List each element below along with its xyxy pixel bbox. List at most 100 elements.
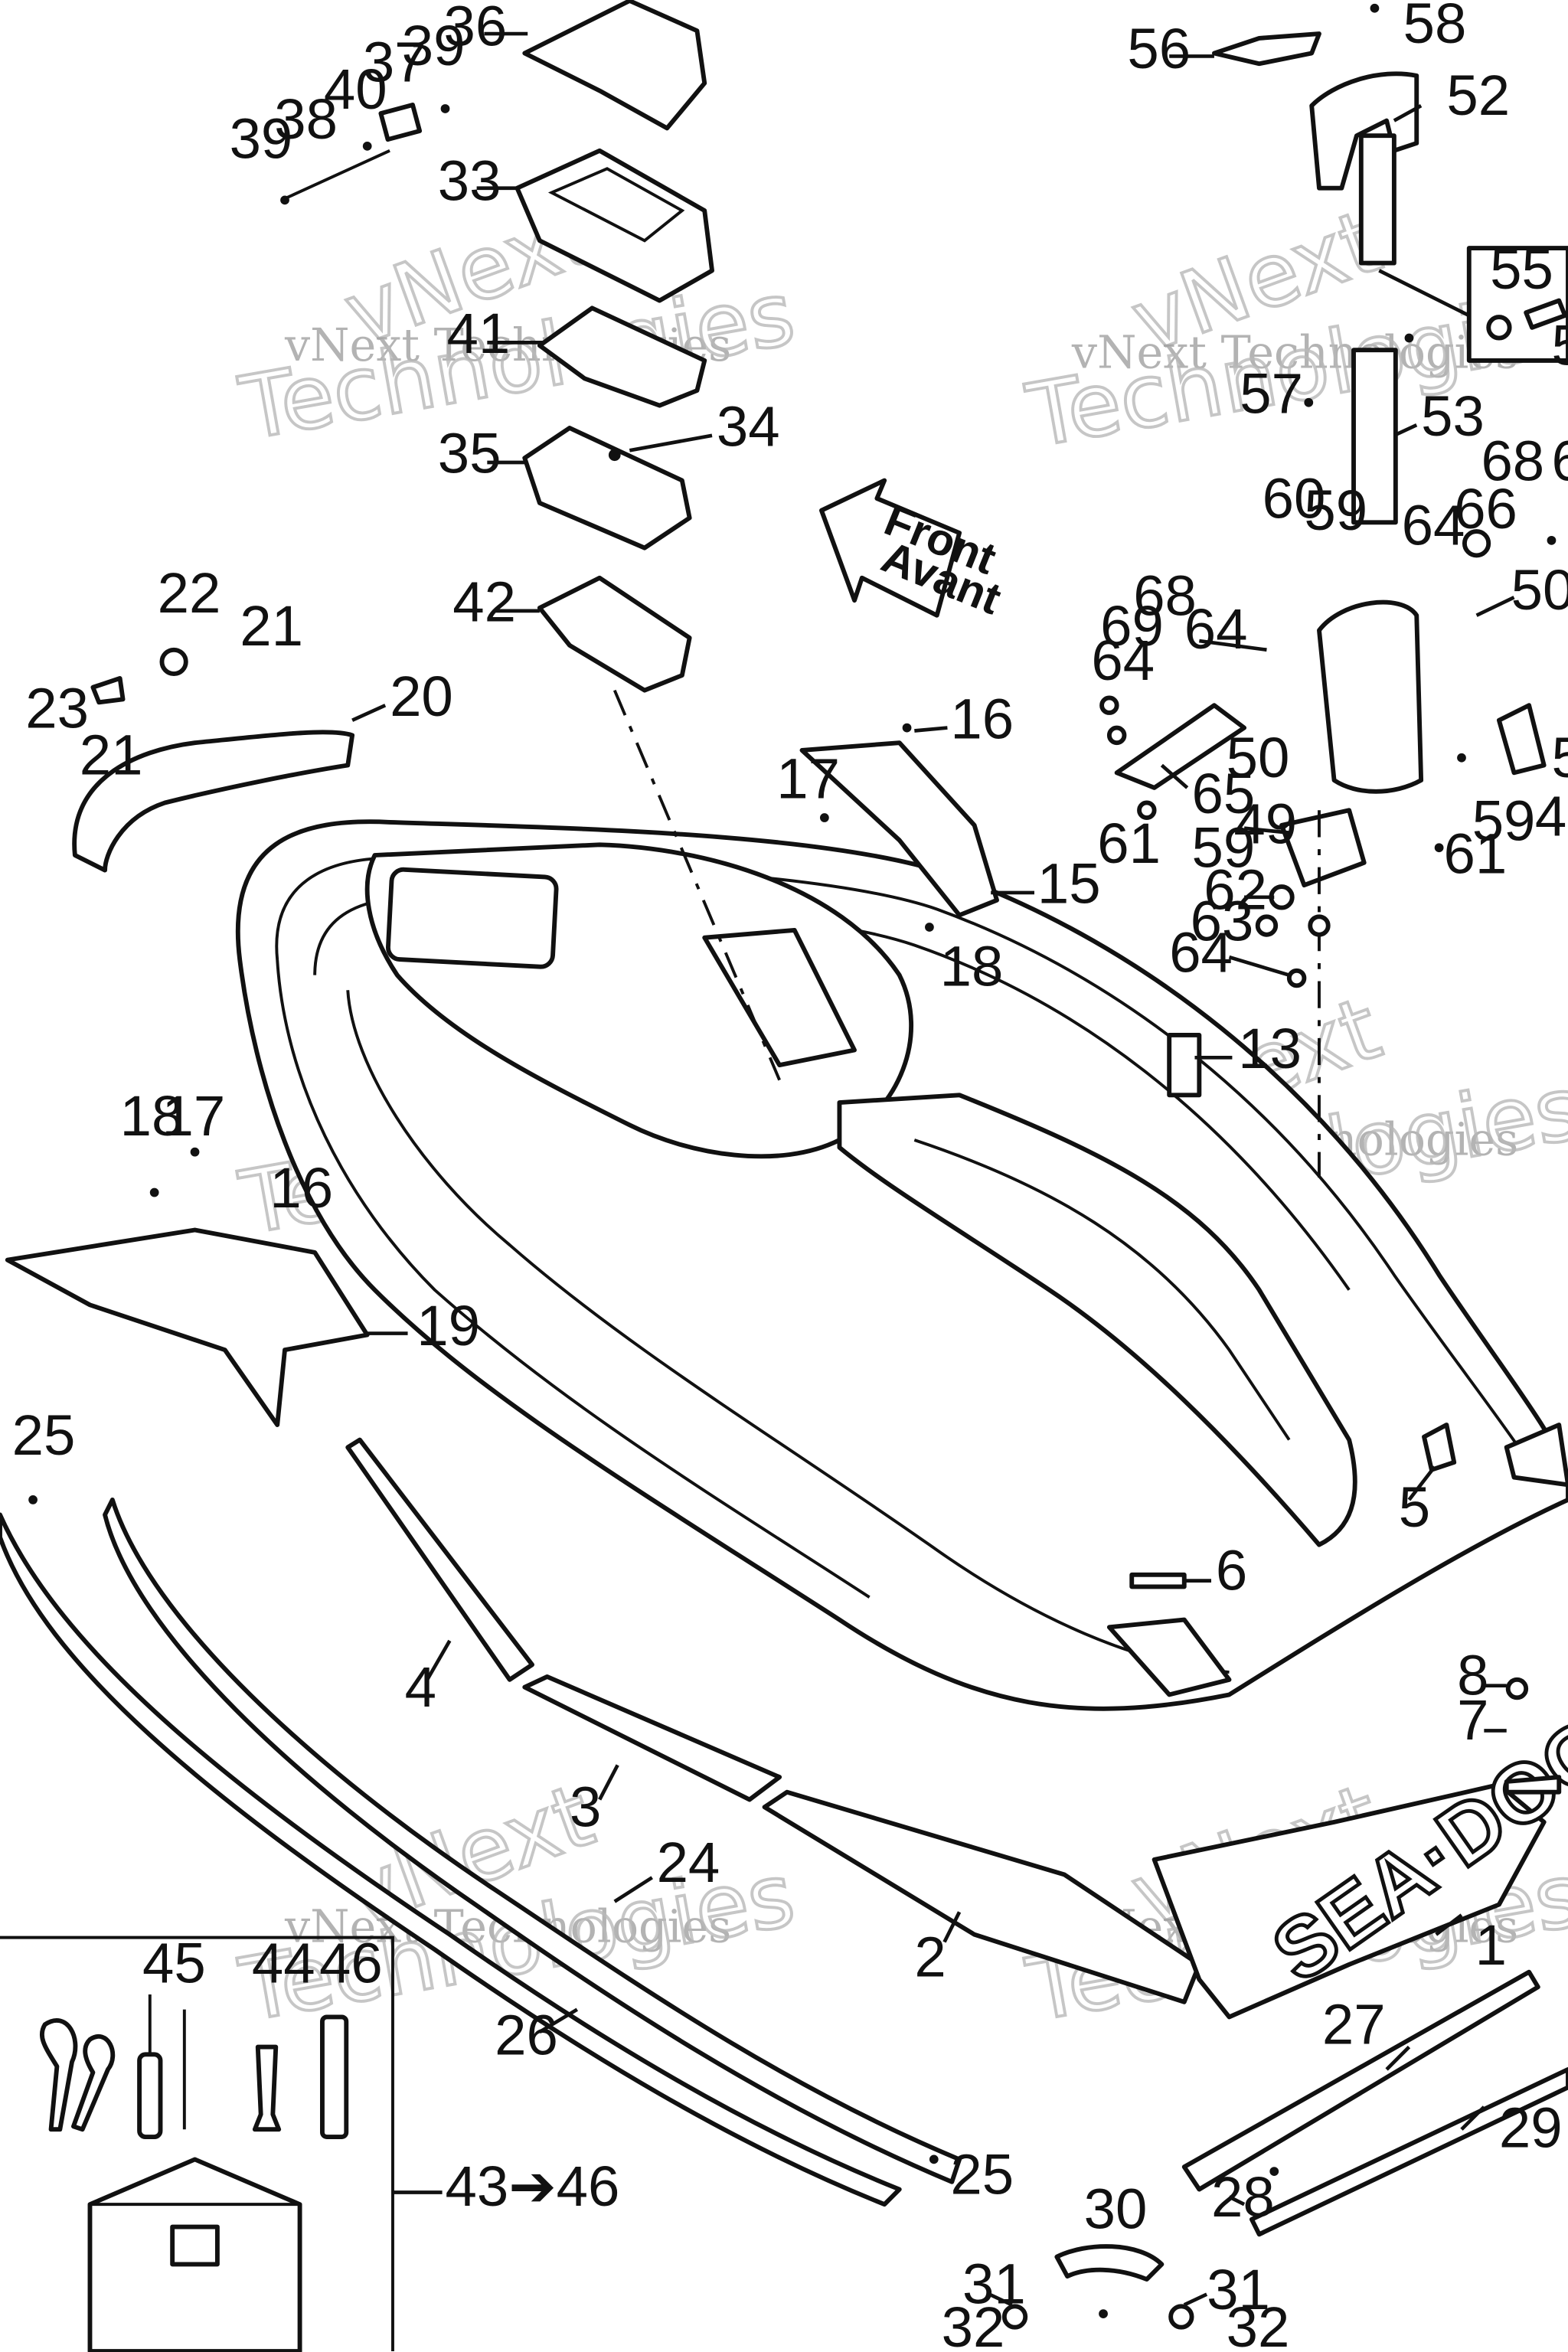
callout-34: 34 [717, 394, 780, 458]
callout-60: 60 [1263, 466, 1326, 530]
part-19-panel [5, 1227, 370, 1427]
callout-39: 39 [402, 14, 466, 77]
callout-1: 1 [1475, 1913, 1507, 1977]
callout-28: 28 [1211, 2165, 1275, 2229]
callout-64: 64 [1402, 494, 1465, 557]
callout-36: 36 [444, 0, 508, 58]
pliers-icon [40, 2018, 78, 2132]
part-15-panel [799, 740, 999, 918]
leader-lines [351, 31, 1515, 2307]
callout-63: 63 [1191, 890, 1254, 953]
callout-32: 32 [1227, 2295, 1290, 2352]
watermark-line1: vNext Technologies [1071, 326, 1518, 379]
callout-32: 32 [942, 2295, 1005, 2352]
callout-68: 68 [1133, 564, 1197, 628]
callout-43-46: 43➔46 [446, 2154, 620, 2218]
callout-68: 68 [1481, 430, 1544, 493]
callout-19: 19 [416, 1294, 480, 1357]
callout-42: 42 [452, 570, 516, 634]
callout-40: 40 [324, 57, 387, 121]
callout-37: 37 [363, 31, 426, 94]
part-3-strip [522, 1674, 782, 1802]
callout-4: 4 [405, 1655, 436, 1719]
callout-18: 18 [120, 1084, 184, 1148]
callout-5: 5 [1399, 1475, 1430, 1539]
callout-64: 64 [1169, 921, 1233, 985]
callout-25: 25 [12, 1403, 76, 1467]
callout-22: 22 [158, 561, 221, 625]
callout-51: 5 [1551, 314, 1568, 377]
screwdriver-icon [137, 2052, 163, 2139]
callout-15: 15 [1037, 852, 1101, 916]
part-27-rail [1181, 1969, 1540, 2192]
callout-58: 58 [1403, 0, 1467, 55]
callout-2: 2 [914, 1926, 946, 1989]
callout-45: 45 [142, 1931, 206, 1994]
callout-66: 66 [1454, 477, 1517, 541]
tool-kit [0, 1936, 443, 2352]
part-4-strip [345, 1437, 535, 1682]
callout-18: 18 [940, 934, 1004, 998]
callout-16: 16 [950, 687, 1014, 750]
callout-20: 20 [390, 665, 453, 728]
steering-assembly [1099, 31, 1568, 1178]
hardware-dots [28, 3, 1557, 2318]
callout-21: 21 [240, 594, 303, 658]
callout-61: 61 [1443, 822, 1507, 885]
callout-6: 6 [1216, 1538, 1247, 1602]
part-20-handle [72, 730, 355, 873]
part-2-decal [762, 1789, 1202, 2004]
callout-13: 13 [1238, 1017, 1302, 1080]
callout-24: 24 [657, 1831, 720, 1894]
part-41-gasket [537, 305, 707, 408]
callout-62: 62 [1204, 858, 1267, 921]
callout-27: 27 [1322, 1993, 1386, 2056]
callouts: 1 2 3 4 5 6 7 8 13 15 16 16 17 17 18 18 … [12, 0, 1568, 2352]
callout-31: 31 [962, 2252, 1026, 2315]
callout-21: 21 [80, 723, 143, 786]
front-arrow: Front Avant [819, 478, 1008, 624]
spark-plug-wrench-icon [320, 2014, 349, 2139]
wrench-icon [252, 2044, 282, 2132]
callout-57: 57 [1240, 361, 1303, 425]
callout-7: 7 [1457, 1688, 1488, 1752]
callout-8: 8 [1457, 1643, 1488, 1707]
part-49-housing [1317, 599, 1424, 794]
callout-44: 44 [252, 1931, 315, 1994]
callout-17: 17 [776, 747, 840, 811]
part-49-plate [1279, 808, 1367, 888]
callout-50: 50 [1511, 558, 1568, 622]
callout-69: 69 [1100, 594, 1164, 658]
part-1-decal [1152, 1782, 1547, 2020]
part-24-rail [0, 1512, 902, 2207]
callout-61: 61 [1097, 812, 1161, 875]
part-29-rail [1249, 2066, 1568, 2237]
part-42-seal [537, 575, 692, 693]
part-35-bin [522, 426, 692, 550]
callout-55: 55 [1490, 237, 1553, 301]
callout-47: 47 [1535, 785, 1568, 848]
callout-3: 3 [570, 1775, 601, 1839]
callout-52: 52 [1446, 64, 1510, 127]
callout-51: 5 [1551, 726, 1568, 789]
callout-35: 35 [438, 422, 501, 485]
callout-25: 25 [950, 2142, 1014, 2206]
callout-56: 56 [1127, 17, 1191, 80]
callout-64: 64 [1184, 597, 1248, 661]
part-56-cover [1211, 31, 1321, 67]
callout-17: 17 [162, 1084, 225, 1148]
callout-65: 65 [1192, 762, 1256, 825]
callout-64: 64 [1091, 629, 1155, 692]
callout-30: 30 [1084, 2177, 1148, 2240]
callout-33: 33 [438, 149, 501, 212]
callout-26: 26 [495, 2003, 558, 2066]
callout-31: 31 [1207, 2258, 1270, 2321]
callout-46: 46 [319, 1931, 383, 1994]
callout-29: 29 [1499, 2096, 1563, 2160]
callout-50: 50 [1227, 726, 1290, 789]
callout-38: 38 [274, 87, 338, 151]
callout-23: 23 [25, 677, 89, 740]
callout-59: 59 [1472, 789, 1536, 852]
storage-assembly [5, 0, 1202, 1427]
